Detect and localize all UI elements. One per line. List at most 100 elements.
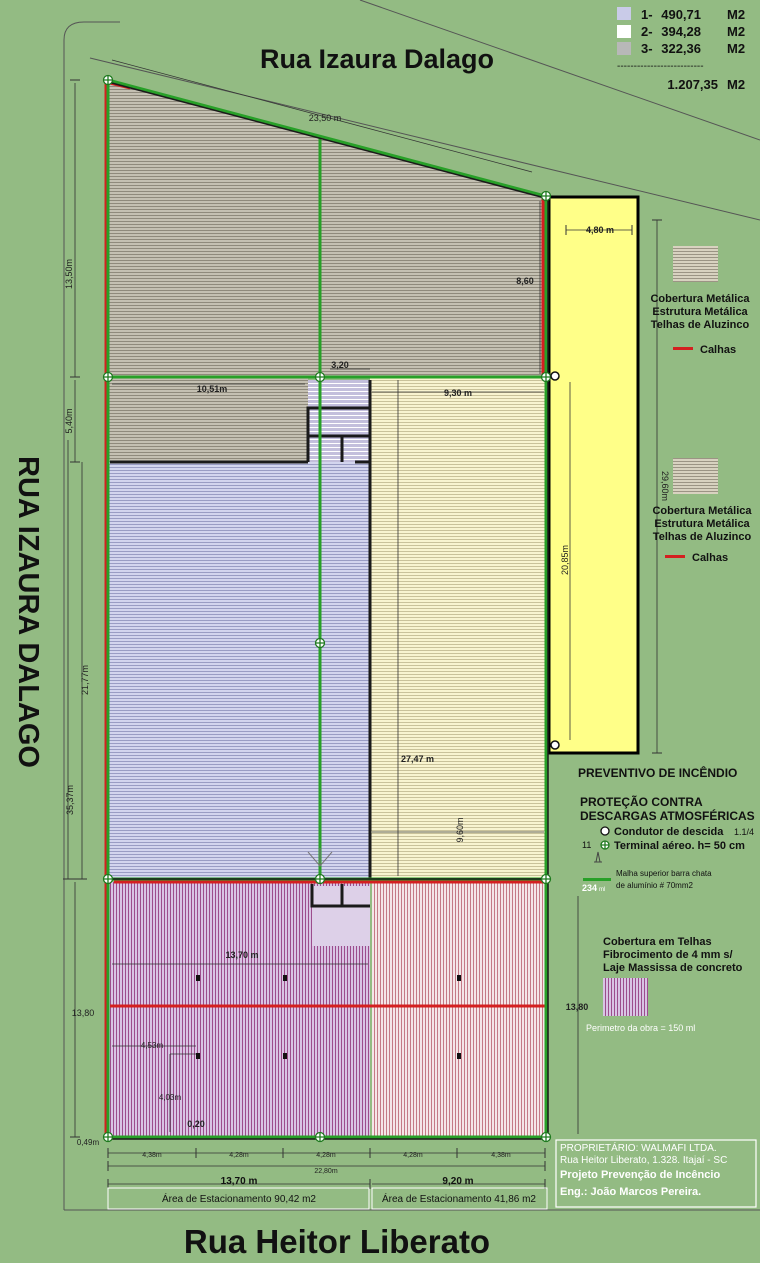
- legend-metal1-l3: Telhas de Aluzinco: [651, 319, 750, 331]
- terminal-icon: [314, 1131, 326, 1143]
- zone-3-metal-roof: [108, 80, 545, 377]
- area-table: 1- 490,71 M2 2- 394,28 M2 3- 322,36 M2 -…: [617, 7, 745, 92]
- legend-swatch-metal-2: [673, 458, 718, 494]
- dim-left-21: 21,77m: [80, 665, 90, 695]
- dim-bot-total: 22,80m: [314, 1168, 338, 1175]
- dim-2747: 27,47 m: [401, 754, 434, 764]
- parking-areas: Área de Estacionamento 90,42 m2 Área de …: [107, 1187, 548, 1210]
- owner-line-4: Eng.: João Marcos Pereira.: [560, 1186, 701, 1198]
- gutters-calhas: [104, 80, 545, 1138]
- zone-fibro-pink: [372, 882, 545, 1136]
- area-swatch-3: [617, 42, 631, 55]
- dim-020: 0,20: [187, 1119, 205, 1129]
- dim-860: 8,60: [516, 276, 534, 286]
- terminal-icon: [314, 371, 326, 383]
- downspout-arrow: [307, 848, 333, 867]
- dim-bot-5: 4,38m: [491, 1152, 511, 1159]
- legend-metal1-l1: Cobertura Metálica: [650, 293, 750, 305]
- legend-calhas-2: Calhas: [692, 552, 728, 564]
- dim-bot-1: 4,38m: [142, 1152, 162, 1159]
- air-terminals: [102, 74, 552, 1143]
- area-value-3: 322,36: [661, 41, 701, 56]
- title-block: PROPRIETÁRIO: WALMAFI LTDA. Rua Heitor L…: [555, 1139, 757, 1208]
- legend-malha-1: Malha superior barra chata: [616, 869, 712, 878]
- stairwell: [308, 380, 370, 462]
- terminal-icon: [102, 371, 114, 383]
- terminal-icon: [314, 637, 326, 649]
- terminal-icon: [540, 873, 552, 885]
- legend-terminal: Terminal aéreo. h= 50 cm: [614, 840, 745, 852]
- zone-3-lower-strip: [108, 377, 308, 462]
- owner-line-3: Projeto Prevenção de Incêncio: [560, 1169, 720, 1181]
- area-value-1: 490,71: [661, 7, 701, 22]
- street-name-left: RUA IZAURA DALAGO: [12, 456, 44, 768]
- legend-num-234: 234: [582, 883, 597, 893]
- legend-ml: ml: [599, 887, 605, 893]
- area-num-2: 2-: [641, 24, 653, 39]
- area-value-2: 394,28: [661, 24, 701, 39]
- dim-453: 4,53m: [141, 1041, 164, 1050]
- legend-metal2-l2: Estrutura Metálica: [654, 518, 750, 530]
- pillars: [196, 975, 461, 1059]
- dim-960: 9,60m: [455, 817, 465, 842]
- dim-left-bottom: 13,80: [72, 1008, 95, 1018]
- dim-bot-1370: 13,70 m: [221, 1176, 258, 1187]
- area-swatch-2: [617, 25, 631, 38]
- area-separator: --------------------------: [617, 61, 704, 72]
- dim-right-1380: 13,80: [566, 1002, 589, 1012]
- legend-fibro-2: Fibrocimento de 4 mm s/: [603, 949, 733, 961]
- legend-calhas-1: Calhas: [700, 344, 736, 356]
- dim-annex-width: 4,80 m: [586, 225, 614, 235]
- down-conductors: [550, 371, 560, 750]
- internal-walls: [110, 380, 372, 908]
- dim-left-mid: 5,40m: [64, 408, 74, 433]
- street-boundary-lines: [63, 0, 760, 1211]
- terminal-icon: [540, 1131, 552, 1143]
- yellow-annex: [547, 195, 640, 755]
- terminal-icon: [540, 371, 552, 383]
- legend-condutor-size: 1.1/4: [734, 827, 754, 837]
- dim-left-35: 35,37m: [65, 785, 75, 815]
- dim-left-small: 0,49m: [77, 1138, 100, 1147]
- street-name-top: Rua Izaura Dalago: [260, 44, 494, 74]
- terminal-icon: [102, 74, 114, 86]
- dim-403: 4,03m: [159, 1093, 182, 1102]
- dim-bot-3: 4,28m: [316, 1152, 336, 1159]
- dimension-lines: [67, 59, 658, 1185]
- parking-right-label: Área de Estacionamento 41,86 m2: [382, 1192, 536, 1205]
- legend-fibro-1: Cobertura em Telhas: [603, 936, 712, 948]
- legend-metal2-l1: Cobertura Metálica: [652, 505, 752, 517]
- parking-left-label: Área de Estacionamento 90,42 m2: [162, 1192, 316, 1205]
- terminal-icon: [314, 873, 326, 885]
- legend-swatch-fibro: [603, 978, 648, 1016]
- roof-edge-dark: [107, 81, 549, 1140]
- legend-calha-swatch: [673, 347, 693, 350]
- area-num-1: 1-: [641, 7, 653, 22]
- terminal-icon: [102, 873, 114, 885]
- legend: Cobertura Metálica Estrutura Metálica Te…: [578, 246, 755, 1033]
- area-total: 1.207,35: [667, 77, 718, 92]
- area-num-3: 3-: [641, 41, 653, 56]
- legend-num-11: 11: [582, 840, 591, 850]
- area-unit-1: M2: [727, 7, 745, 22]
- legend-terminal-sketch: [594, 851, 602, 863]
- dim-left-top: 13,50m: [64, 259, 74, 289]
- dim-320: 3,20: [331, 360, 349, 370]
- dimension-labels: 23,50 m 13,50m 5,40m 21,77m 35,37m 13,80…: [64, 113, 670, 1187]
- dim-bot-2: 4,28m: [229, 1152, 249, 1159]
- legend-conductor-icon: [600, 826, 610, 836]
- legend-terminal-icon: [600, 840, 610, 850]
- dim-top-width: 23,50 m: [309, 113, 342, 123]
- dim-bot-920: 9,20 m: [442, 1176, 473, 1187]
- dim-annex-height: 29,60m: [660, 471, 670, 501]
- area-unit-2: M2: [727, 24, 745, 39]
- area-swatch-1: [617, 7, 631, 20]
- legend-metal2-l3: Telhas de Aluzinco: [653, 531, 752, 543]
- legend-preventivo: PREVENTIVO DE INCÊNDIO: [578, 765, 737, 780]
- dim-1370a: 13,70 m: [225, 950, 258, 960]
- conductor-icon: [550, 740, 560, 750]
- area-unit-3: M2: [727, 41, 745, 56]
- owner-line-1: PROPRIETÁRIO: WALMAFI LTDA.: [560, 1141, 717, 1154]
- zone-1-blue: [108, 462, 370, 879]
- dim-2085: 20,85m: [560, 545, 570, 575]
